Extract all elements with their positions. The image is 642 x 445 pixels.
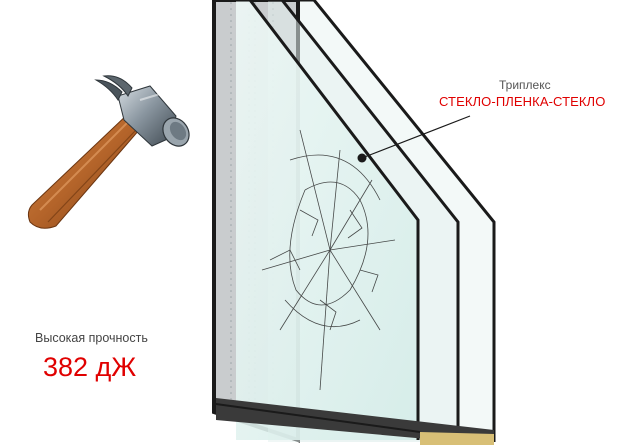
crack-pattern <box>261 129 396 391</box>
strength-value: 382 дЖ <box>43 352 137 382</box>
strength-title: Высокая прочность <box>35 331 148 345</box>
callout-pointer <box>357 115 471 163</box>
hammer-icon <box>27 75 190 229</box>
window-glass-unit <box>212 0 496 445</box>
callout-title: Триплекс <box>499 78 551 92</box>
callout-subtitle: СТЕКЛО-ПЛЕНКА-СТЕКЛО <box>439 94 606 109</box>
